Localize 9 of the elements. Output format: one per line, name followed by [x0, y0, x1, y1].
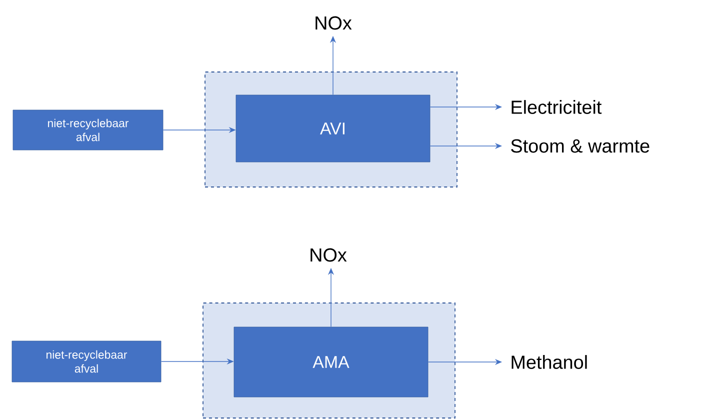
process-box: AVI [236, 94, 430, 162]
output-label: Stoom & warmte [511, 139, 650, 153]
output-label: Electriciteit [512, 100, 602, 114]
input-box: niet-recyclebaar afval [12, 340, 162, 382]
output-label: NOx [316, 16, 352, 30]
process-box: AMA [234, 326, 428, 398]
input-box: niet-recyclebaar afval [12, 110, 164, 150]
output-label: NOx [310, 248, 347, 262]
output-label: Methanol [512, 355, 587, 369]
